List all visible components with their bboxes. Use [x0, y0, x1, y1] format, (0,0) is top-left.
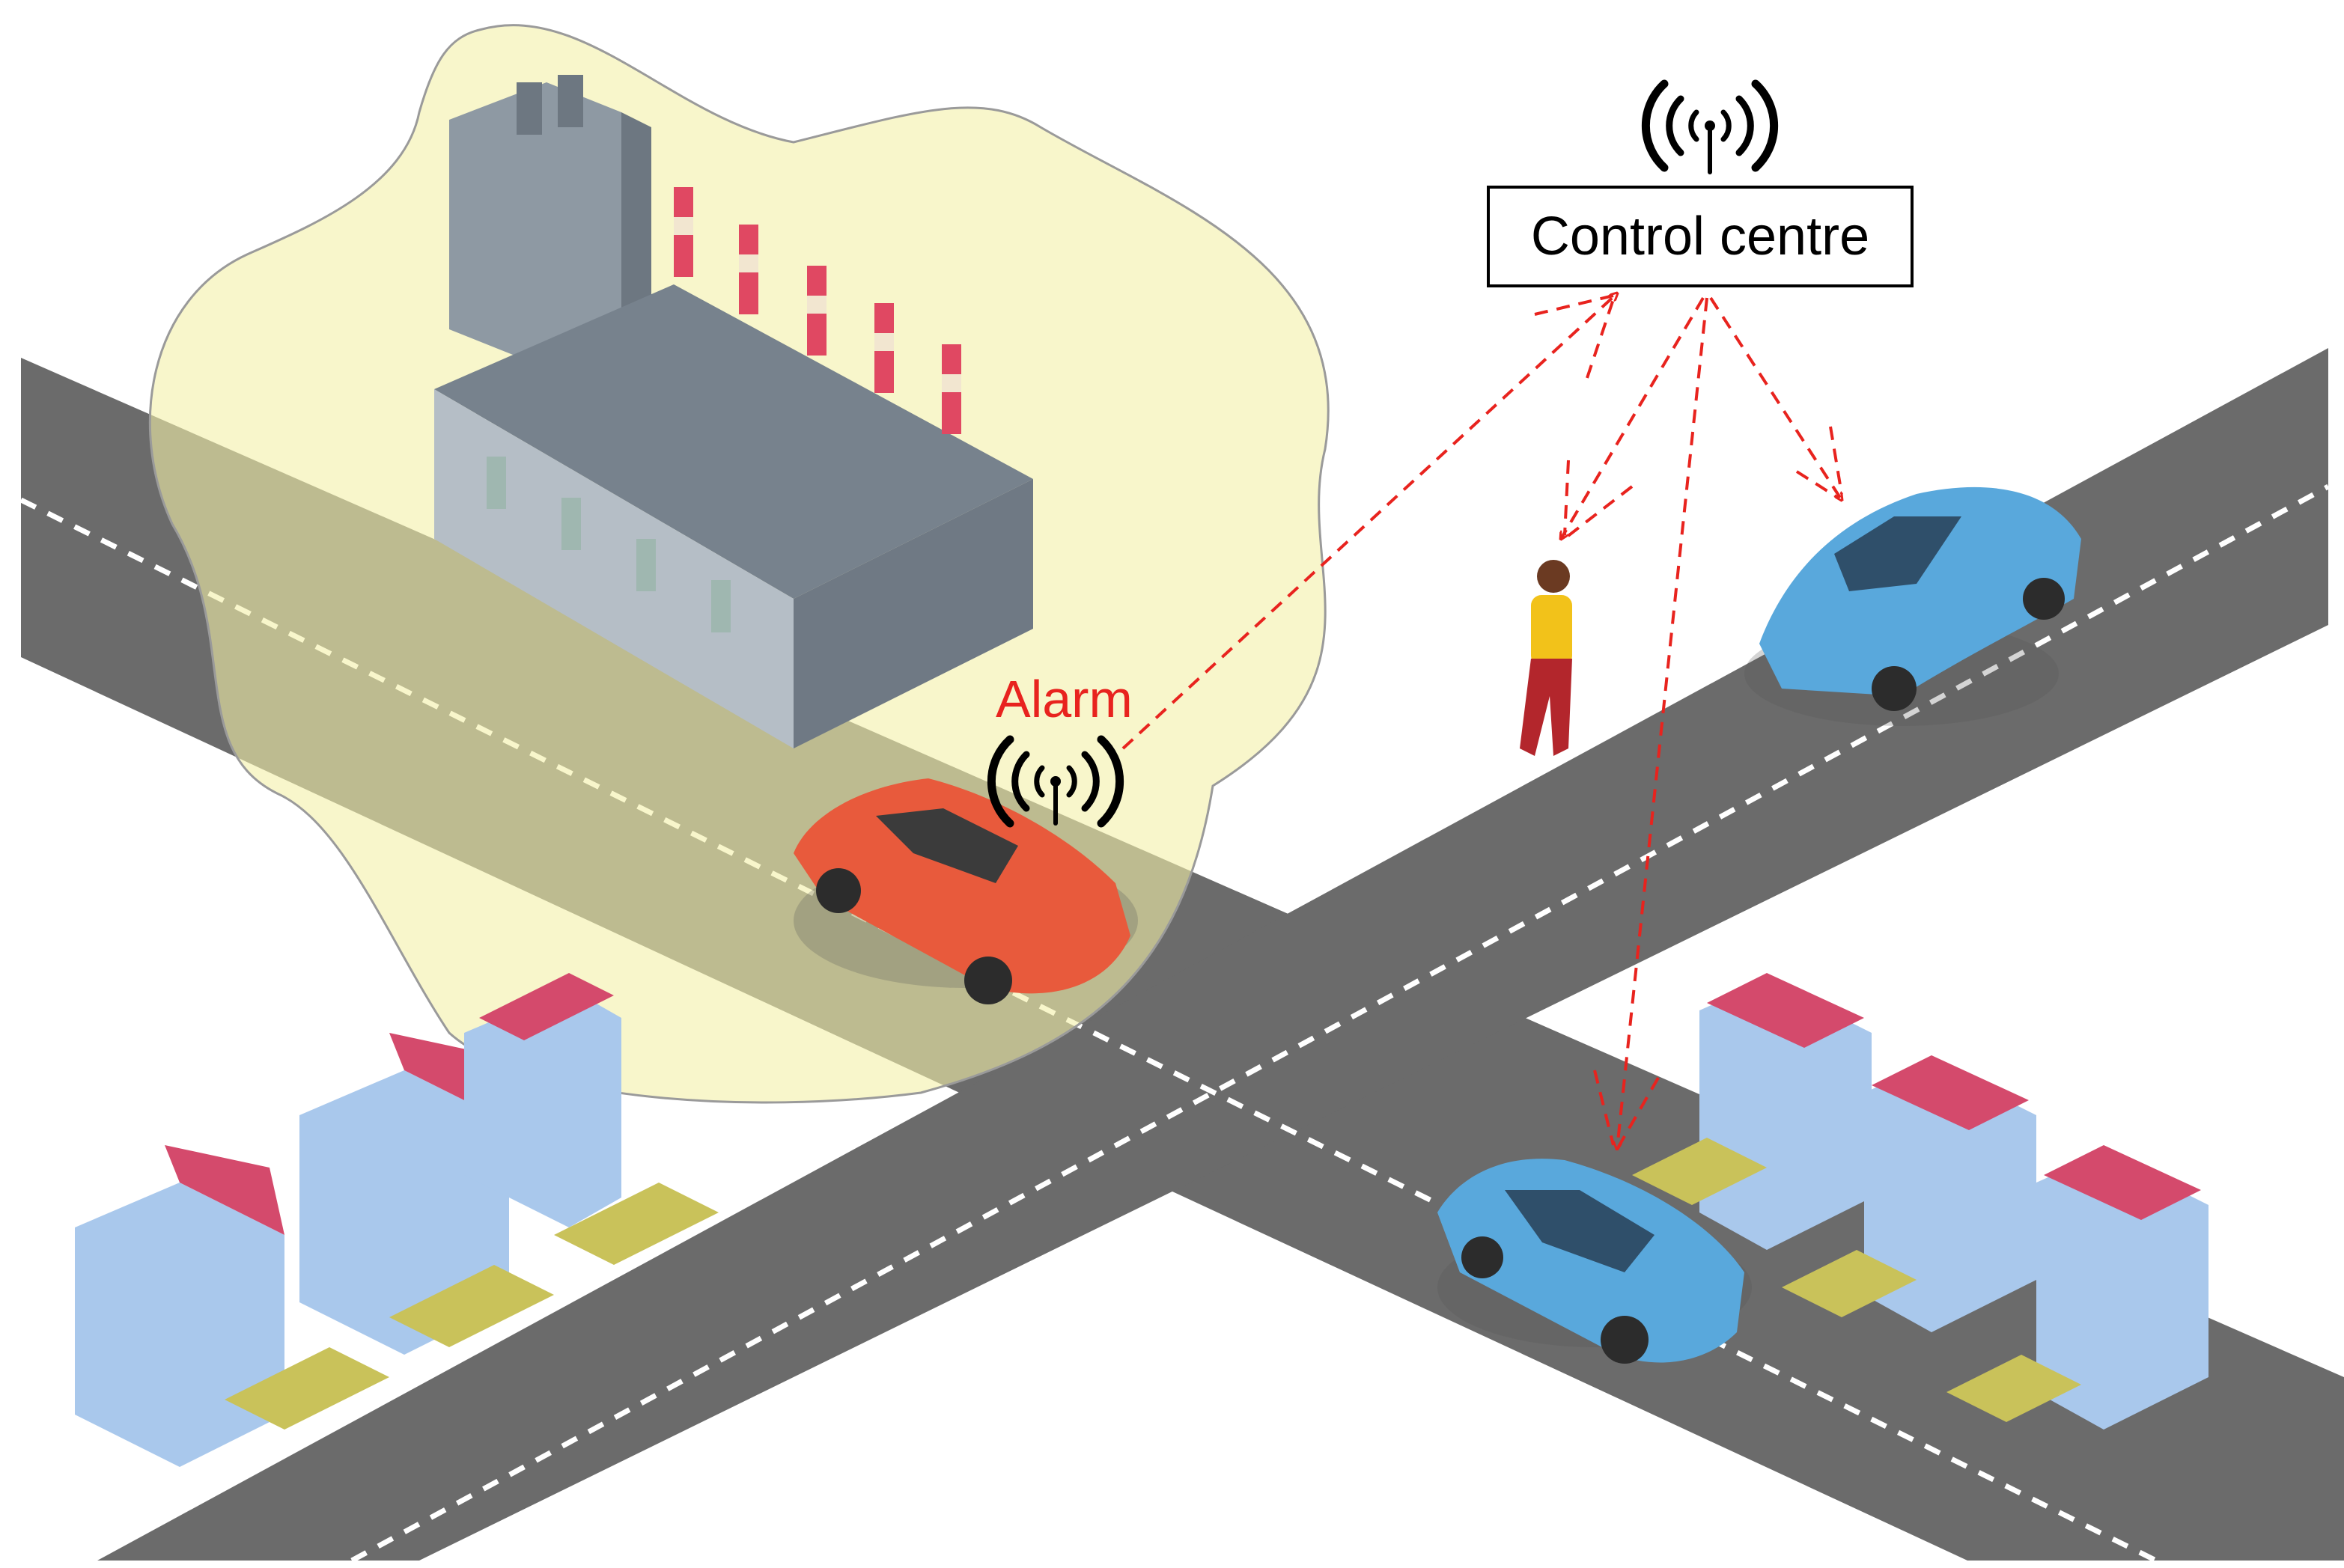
residential-block-left: [75, 973, 719, 1467]
arrow-wake-lines: [1534, 294, 1843, 1147]
alarm-car: [794, 778, 1138, 1004]
factory-building: [434, 75, 1033, 748]
vehicle-car-bottom: [1437, 1159, 1752, 1364]
factory-smokestacks: [674, 187, 961, 434]
arrow-control-to-car-bottom: [1617, 297, 1708, 1149]
lane-marking-sw-ne: [350, 483, 2330, 1564]
residential-block-right: [1632, 973, 2208, 1430]
car-antenna-icon: [987, 735, 1124, 828]
pedestrian: [1520, 560, 1572, 756]
alarm-label: Alarm: [996, 670, 1133, 728]
control-centre-label: Control centre: [1531, 207, 1869, 266]
signal-arrows: [1121, 293, 1842, 1149]
shrub-rows-left: [225, 1183, 719, 1430]
arrow-control-to-car-right: [1709, 296, 1842, 500]
control-centre-box: Control centre: [1487, 186, 1914, 287]
shrub-rows-right: [1632, 1138, 2081, 1422]
arrow-control-to-pedestrian: [1561, 296, 1705, 539]
vehicle-car-top-right: [1744, 486, 2081, 726]
radio-antenna-icon: [1641, 79, 1779, 174]
